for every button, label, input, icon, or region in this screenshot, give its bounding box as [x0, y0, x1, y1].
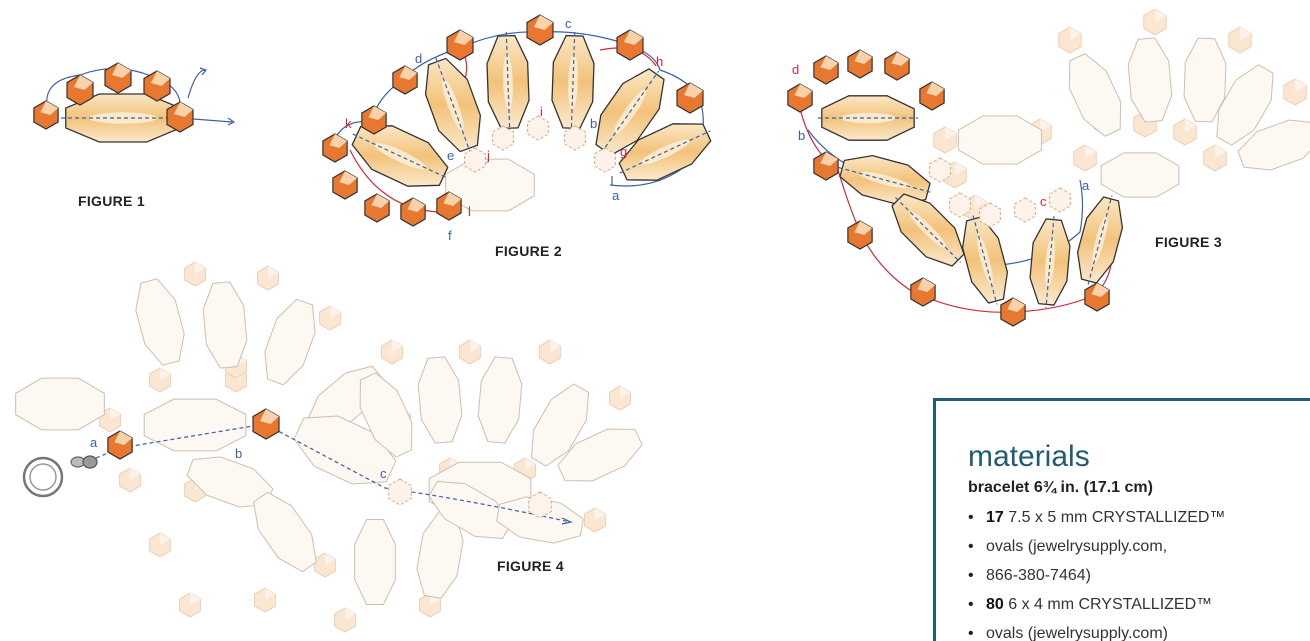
rondelle-bead [565, 126, 586, 150]
step-label: f [448, 228, 452, 243]
step-label: a [612, 188, 620, 203]
figure-1-label: FIGURE 1 [78, 193, 145, 209]
materials-box: materials bracelet 6¾ in. (17.1 cm) 17 7… [933, 398, 1310, 641]
step-label: h [656, 54, 663, 69]
materials-item-ovals-small: 80 6 x 4 mm CRYSTALLIZED™ [968, 590, 1310, 619]
oval-bead [16, 378, 105, 430]
bracelet-length: bracelet 6¾ in. (17.1 cm) [968, 479, 1310, 497]
step-label: j [486, 148, 490, 163]
oval-bead [144, 399, 246, 451]
clasp-jump-ring [83, 456, 97, 468]
item-desc: 6 x 4 mm CRYSTALLIZED™ [1004, 596, 1212, 613]
figure-4-label: FIGURE 4 [497, 558, 564, 574]
step-label: a [1082, 178, 1090, 193]
step-label: d [792, 62, 799, 77]
rondelle-bead [1050, 188, 1071, 212]
oval-bead [418, 357, 462, 443]
oval-bead [203, 282, 247, 368]
step-label: l [468, 204, 471, 219]
figure-4-diagram: a b c [16, 262, 642, 632]
step-label: i [540, 104, 543, 119]
figure-2-label: FIGURE 2 [495, 243, 562, 259]
oval-bead [136, 279, 184, 365]
materials-item-ovals-large: 17 7.5 x 5 mm CRYSTALLIZED™ [968, 503, 1310, 532]
oval-bead [1128, 38, 1171, 122]
step-label: c [380, 466, 387, 481]
step-label: b [590, 116, 597, 131]
oval-bead [254, 492, 317, 571]
item-qty: 17 [986, 509, 1004, 526]
materials-item-continued: 866-380-7464) [968, 561, 1310, 590]
oval-bead [1101, 153, 1179, 197]
step-label: k [345, 116, 352, 131]
item-desc: ovals (jewelrysupply.com, [986, 538, 1167, 555]
step-label: b [798, 128, 805, 143]
step-label: e [447, 148, 454, 163]
materials-heading: materials [968, 441, 1310, 473]
figure-2-diagram: a b c d e f g h i j k l [323, 15, 711, 243]
step-label: c [565, 16, 572, 31]
figure-3-label: FIGURE 3 [1155, 234, 1222, 250]
rondelle-bead [528, 116, 549, 140]
figure-1-diagram [34, 63, 234, 142]
clasp-ring-inner [30, 464, 56, 490]
oval-bead [1069, 54, 1120, 136]
oval-bead [265, 299, 315, 385]
materials-list: 17 7.5 x 5 mm CRYSTALLIZED™ ovals (jewel… [968, 503, 1310, 641]
oval-bead [478, 357, 522, 443]
materials-item-continued: ovals (jewelrysupply.com, [968, 532, 1310, 561]
rondelle-bead [389, 479, 412, 505]
rondelle-bead [1015, 198, 1036, 222]
step-label: a [90, 435, 98, 450]
materials-item-continued: ovals (jewelrysupply.com) [968, 619, 1310, 641]
oval-bead [355, 520, 396, 605]
item-qty: 80 [986, 596, 1004, 613]
step-label: d [415, 51, 422, 66]
figure-3-diagram: a b c d [788, 9, 1310, 326]
step-label: g [620, 144, 627, 159]
oval-bead [958, 116, 1041, 164]
step-label: b [235, 446, 242, 461]
item-desc: ovals (jewelrysupply.com) [986, 625, 1168, 641]
item-desc: 7.5 x 5 mm CRYSTALLIZED™ [1004, 509, 1226, 526]
step-label: c [1040, 194, 1047, 209]
item-desc: 866-380-7464) [986, 567, 1091, 584]
rondelle-bead [493, 126, 514, 150]
